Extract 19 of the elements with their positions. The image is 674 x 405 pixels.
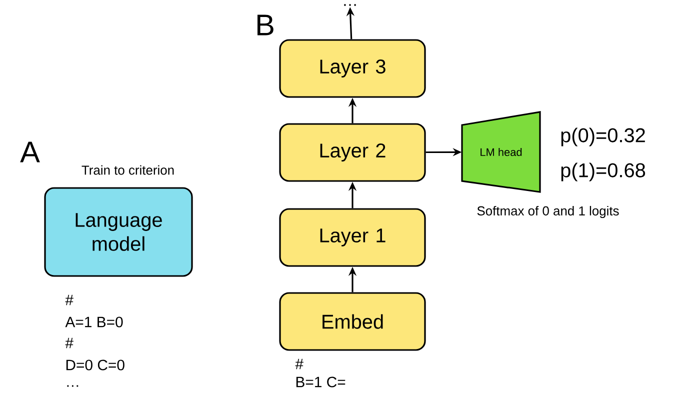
probability-text: p(1)=0.68 xyxy=(561,162,646,182)
caption-text: Train to criterion xyxy=(82,165,174,175)
model-box: Language model xyxy=(44,187,193,277)
layer-box: Layer 1 xyxy=(279,208,426,267)
input-text: # xyxy=(65,294,74,306)
panel-letter: A xyxy=(20,142,40,162)
ellipsis-text: … xyxy=(344,4,356,6)
input-text: # xyxy=(65,338,74,348)
layer-box: Embed xyxy=(279,292,426,351)
caption-text: Softmax of 0 and 1 logits xyxy=(477,206,619,218)
layer-box: Layer 3 xyxy=(279,39,426,98)
input-text: A=1 B=0 xyxy=(65,316,123,328)
lm-head-trapezoid: LM head xyxy=(461,111,541,193)
layer-box: Layer 2 xyxy=(279,123,426,182)
input-text: B=1 C= xyxy=(296,376,346,388)
input-text: D=0 C=0 xyxy=(66,360,124,370)
ellipsis-text: … xyxy=(67,385,78,387)
probability-text: p(0)=0.32 xyxy=(561,128,645,146)
panel-letter: B xyxy=(258,14,274,36)
